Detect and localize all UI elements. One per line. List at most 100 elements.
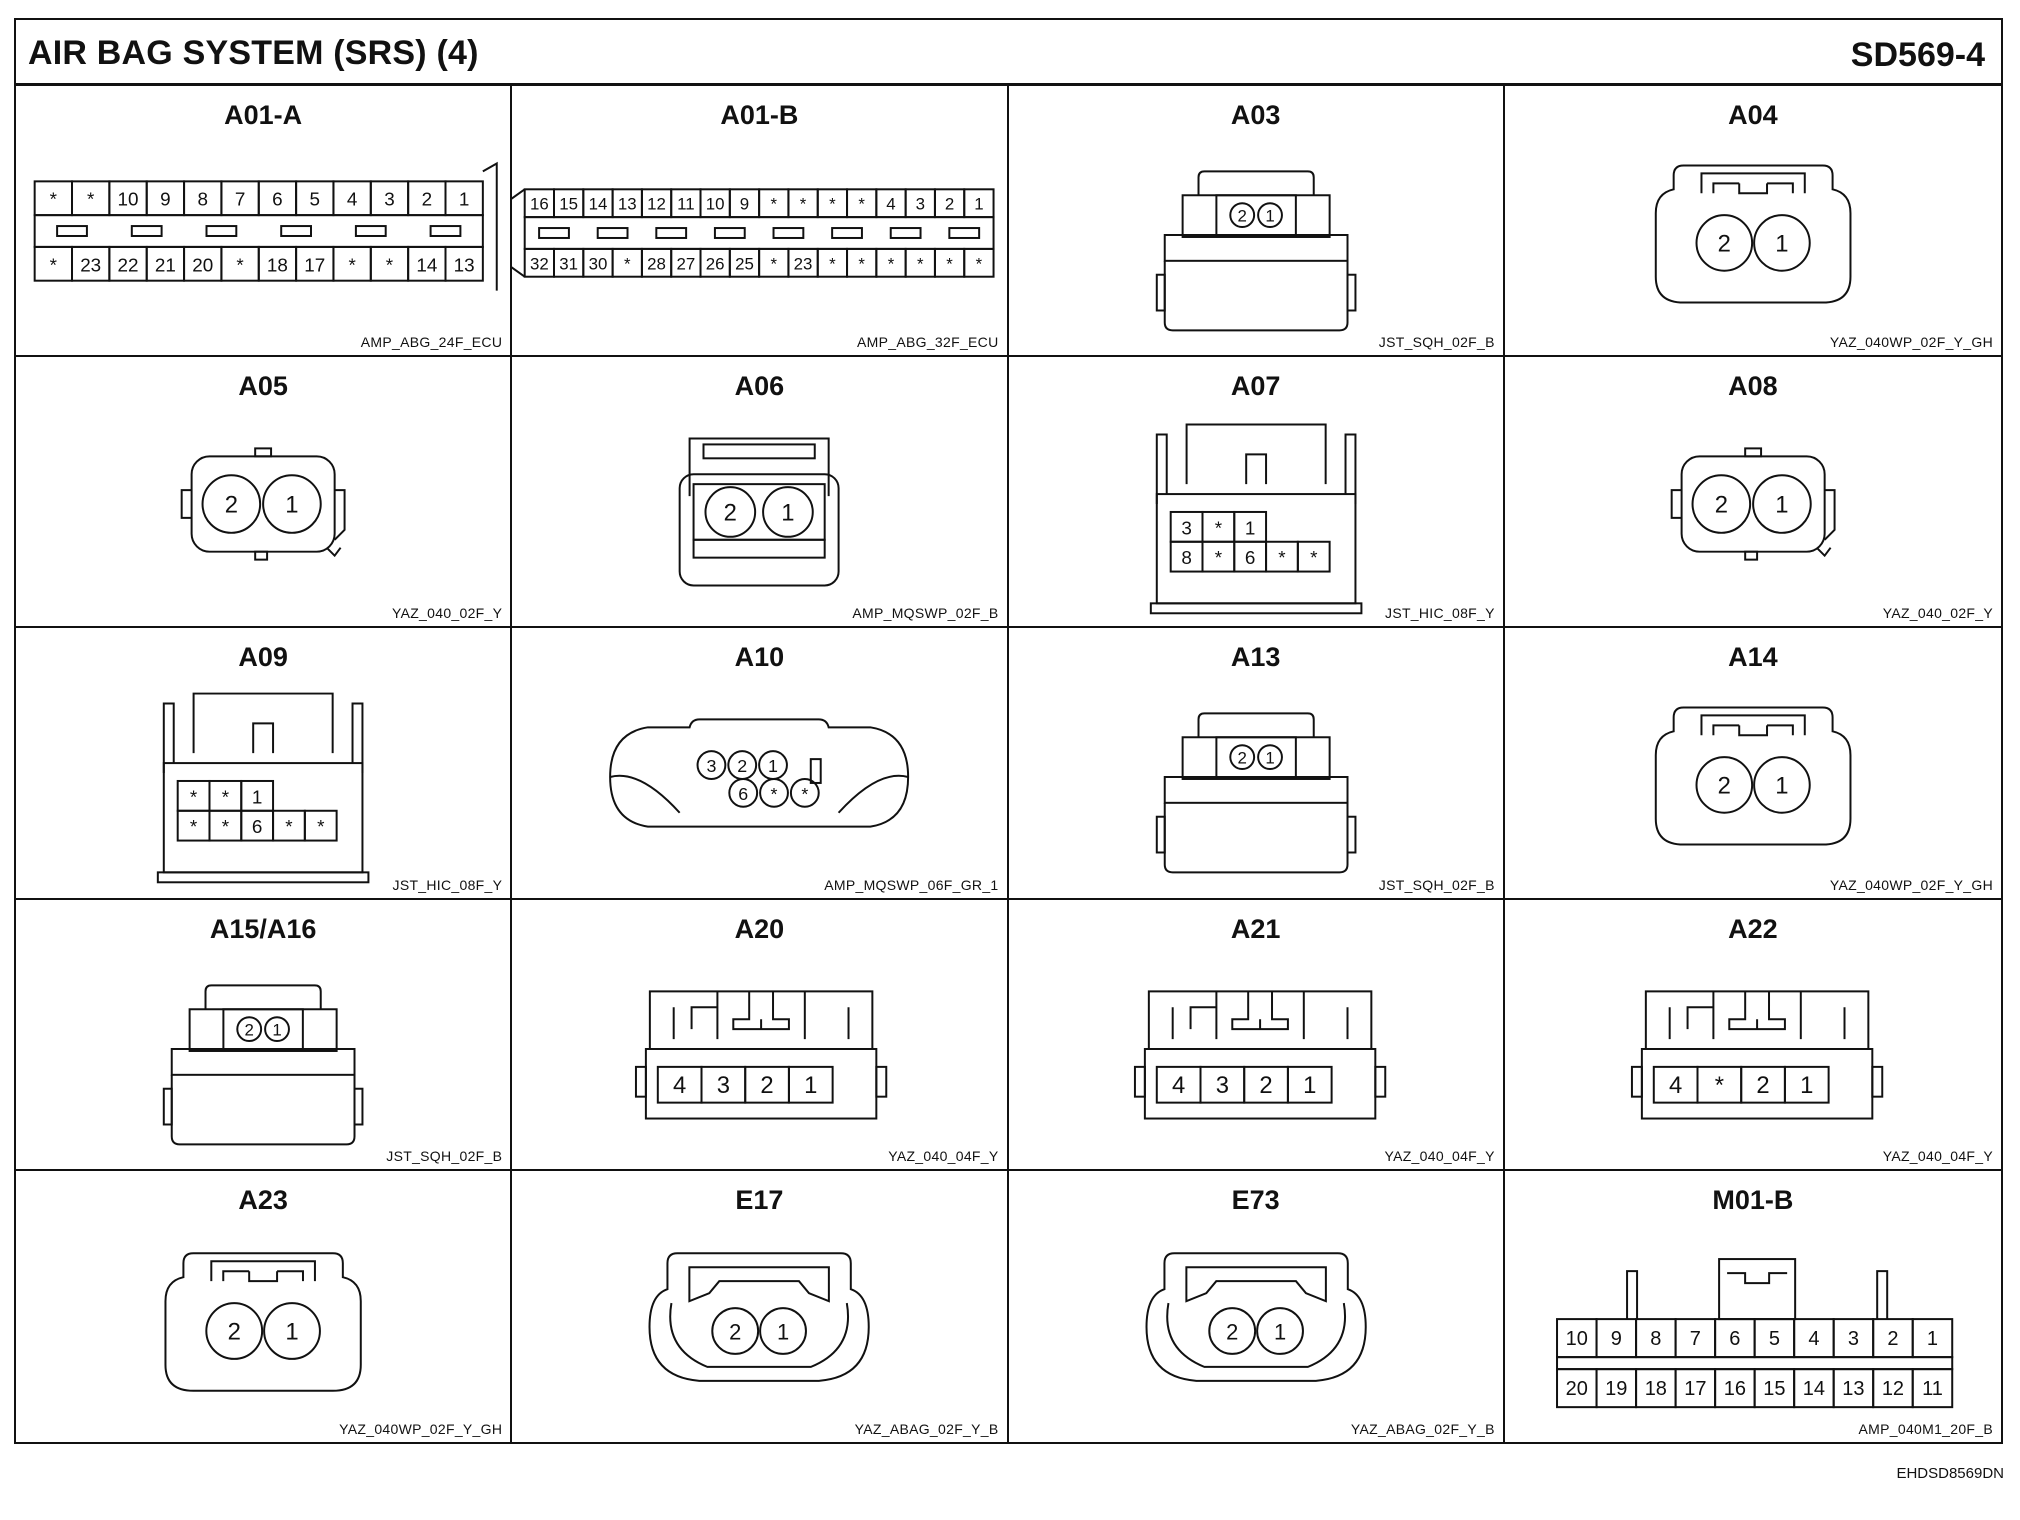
connector-id: A07 bbox=[1230, 371, 1281, 402]
guide-rails bbox=[1155, 433, 1356, 505]
pin-circle bbox=[1228, 744, 1255, 771]
pin-label: 8 bbox=[1181, 547, 1192, 568]
pin-label: 12 bbox=[647, 195, 666, 214]
lower-window bbox=[692, 538, 826, 559]
pin-label: 13 bbox=[1842, 1378, 1864, 1400]
lock-detail bbox=[210, 1260, 316, 1282]
pin-label: 14 bbox=[589, 195, 608, 214]
connector-face: **1**6** bbox=[156, 692, 370, 884]
pin-label: * bbox=[771, 195, 778, 214]
connector-type: YAZ_040_04F_Y bbox=[888, 1147, 999, 1164]
pin-label: * bbox=[317, 817, 325, 838]
pin-label: 1 bbox=[768, 756, 778, 776]
right-tab bbox=[325, 489, 346, 558]
side-tab bbox=[1630, 1065, 1643, 1098]
pin-label: * bbox=[771, 784, 778, 804]
pin-label: 6 bbox=[252, 817, 262, 838]
latch-detail bbox=[1686, 990, 1786, 1030]
connector-type: AMP_040M1_20F_B bbox=[1858, 1420, 1993, 1437]
pin-label: 30 bbox=[589, 254, 608, 273]
pin-label: 3 bbox=[717, 1072, 730, 1099]
pin-label: 1 bbox=[1265, 207, 1274, 226]
pin-label: 1 bbox=[285, 492, 298, 519]
pin-circle bbox=[704, 486, 757, 538]
pin-label: 2 bbox=[738, 756, 748, 776]
pin-circle bbox=[1255, 1306, 1304, 1355]
left-tab bbox=[1670, 489, 1682, 520]
pin-label: 1 bbox=[459, 189, 470, 210]
connector-id: A03 bbox=[1230, 100, 1281, 130]
connector-type: YAZ_040WP_02F_Y_GH bbox=[1829, 334, 1993, 351]
side-tab bbox=[1373, 1065, 1386, 1098]
pin-cell bbox=[1783, 1065, 1830, 1104]
latch-slot bbox=[354, 225, 387, 237]
pin-label: 1 bbox=[285, 1318, 298, 1345]
pin-cell bbox=[1286, 1065, 1333, 1104]
housing-top bbox=[188, 1007, 338, 1052]
pin-label: 3 bbox=[1848, 1328, 1859, 1350]
housing-base bbox=[1149, 602, 1362, 615]
ribs bbox=[1171, 990, 1349, 1039]
pin-label: 2 bbox=[1237, 749, 1246, 768]
pin-label: * bbox=[285, 817, 293, 838]
pin-label: * bbox=[87, 189, 95, 210]
latch-slot bbox=[130, 225, 163, 237]
pin-label: 1 bbox=[1800, 1072, 1813, 1099]
connector-type: YAZ_040_02F_Y bbox=[1882, 605, 1993, 622]
connector-id: A04 bbox=[1728, 100, 1778, 130]
pin-label: 1 bbox=[1775, 230, 1788, 257]
pin-label: 1 bbox=[1244, 518, 1254, 539]
connector-face: 3*18*6** bbox=[1149, 423, 1362, 615]
pin-label: * bbox=[386, 254, 394, 275]
pin-label: 21 bbox=[155, 254, 176, 275]
page-code: SD569-4 bbox=[1850, 36, 1985, 74]
top-key bbox=[1743, 447, 1762, 458]
pin-label: * bbox=[888, 254, 895, 273]
pin-label: * bbox=[50, 189, 58, 210]
guide-rails bbox=[162, 702, 364, 774]
side-rib bbox=[1155, 273, 1166, 312]
connector-drawing: 3*18*6** bbox=[1149, 423, 1362, 615]
connector-type: YAZ_040WP_02F_Y_GH bbox=[1829, 876, 1993, 893]
pin-label: 2 bbox=[1237, 207, 1246, 226]
housing-top bbox=[1181, 194, 1331, 238]
pin-window bbox=[222, 1007, 304, 1050]
housing-body bbox=[1163, 803, 1349, 874]
pin-cell bbox=[1296, 540, 1331, 573]
pin-label: 22 bbox=[118, 254, 139, 275]
pin-label: 1 bbox=[804, 1072, 817, 1099]
key-flag bbox=[512, 188, 526, 278]
connector-id: A23 bbox=[238, 1184, 288, 1215]
pin-label: 5 bbox=[1769, 1328, 1780, 1350]
latch-slot bbox=[948, 227, 981, 239]
latch-slot bbox=[56, 225, 88, 237]
pin-label: 18 bbox=[267, 254, 288, 275]
pin-label: 9 bbox=[740, 195, 749, 214]
housing-base bbox=[156, 871, 370, 884]
pin-circle bbox=[201, 474, 262, 534]
pin-label: * bbox=[859, 195, 866, 214]
connector-id: A01-A bbox=[224, 100, 303, 130]
pin-label: 11 bbox=[677, 195, 695, 214]
pin-label: 6 bbox=[272, 189, 283, 210]
latch-detail bbox=[690, 990, 791, 1030]
bottom-key bbox=[254, 550, 269, 561]
housing-top bbox=[1181, 736, 1331, 781]
pin-label: * bbox=[800, 195, 807, 214]
key-rib bbox=[810, 758, 822, 785]
pin-window bbox=[1214, 194, 1297, 236]
pin-circle bbox=[1752, 214, 1811, 272]
